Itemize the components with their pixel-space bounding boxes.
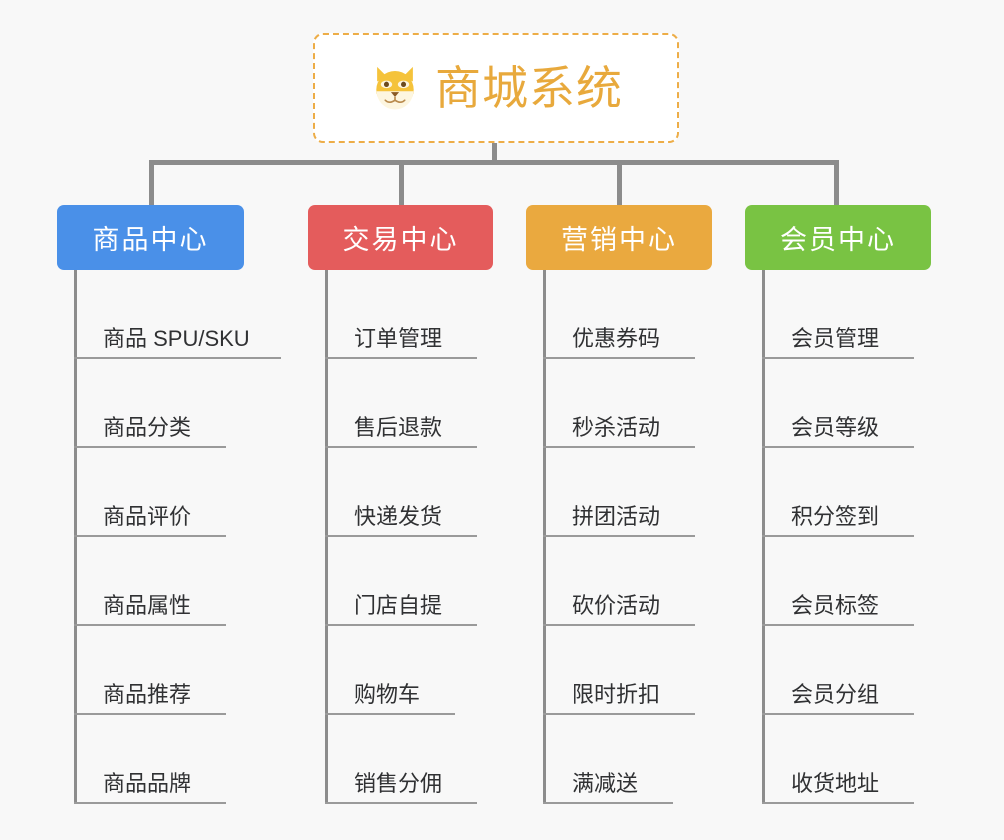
leaf-list-trade-center: 订单管理售后退款快递发货门店自提购物车销售分佣 xyxy=(308,270,493,804)
leaf-item-label: 商品推荐 xyxy=(103,682,192,707)
leaf-item[interactable]: 商品属性 xyxy=(57,537,244,626)
connector-trunk-member-center xyxy=(762,270,765,804)
leaf-item[interactable]: 砍价活动 xyxy=(526,537,712,626)
leaf-item-underline xyxy=(325,446,477,448)
leaf-item-label: 限时折扣 xyxy=(572,682,661,707)
leaf-item-underline xyxy=(325,624,477,626)
leaf-item[interactable]: 商品品牌 xyxy=(57,715,244,804)
leaf-item-label: 会员管理 xyxy=(791,326,880,351)
category-node-member-center[interactable]: 会员中心 xyxy=(745,205,931,270)
category-node-trade-center[interactable]: 交易中心 xyxy=(308,205,493,270)
leaf-item-underline xyxy=(74,802,226,804)
leaf-item[interactable]: 购物车 xyxy=(308,626,493,715)
leaf-item-underline xyxy=(325,357,477,359)
leaf-item[interactable]: 收货地址 xyxy=(745,715,931,804)
leaf-item[interactable]: 快递发货 xyxy=(308,448,493,537)
root-title: 商城系统 xyxy=(435,62,623,114)
leaf-item[interactable]: 售后退款 xyxy=(308,359,493,448)
leaf-item-underline xyxy=(762,535,914,537)
leaf-item[interactable]: 优惠券码 xyxy=(526,270,712,359)
leaf-item[interactable]: 拼团活动 xyxy=(526,448,712,537)
leaf-item-label: 购物车 xyxy=(354,682,421,707)
category-column-product-center: 商品中心商品 SPU/SKU 商品分类商品评价商品属性商品推荐商品品牌 xyxy=(57,205,281,804)
leaf-item[interactable]: 限时折扣 xyxy=(526,626,712,715)
leaf-item[interactable]: 销售分佣 xyxy=(308,715,493,804)
category-column-member-center: 会员中心会员管理会员等级积分签到会员标签会员分组收货地址 xyxy=(745,205,931,804)
leaf-item[interactable]: 积分签到 xyxy=(745,448,931,537)
leaf-item-label: 拼团活动 xyxy=(572,504,661,529)
leaf-item[interactable]: 门店自提 xyxy=(308,537,493,626)
connector-drop-2 xyxy=(399,160,404,205)
leaf-item-underline xyxy=(762,802,914,804)
category-node-marketing-center[interactable]: 营销中心 xyxy=(526,205,712,270)
leaf-item[interactable]: 商品分类 xyxy=(57,359,244,448)
leaf-item-label: 商品 SPU/SKU xyxy=(103,326,250,351)
category-node-product-center[interactable]: 商品中心 xyxy=(57,205,244,270)
root-node-shop-system[interactable]: 商城系统 xyxy=(313,33,679,143)
shiba-dog-face-icon xyxy=(376,66,414,110)
category-column-trade-center: 交易中心订单管理售后退款快递发货门店自提购物车销售分佣 xyxy=(308,205,493,804)
connector-horizontal-bus xyxy=(149,160,839,165)
leaf-item-underline xyxy=(74,713,226,715)
leaf-item-underline xyxy=(74,535,226,537)
leaf-item[interactable]: 会员等级 xyxy=(745,359,931,448)
leaf-item[interactable]: 秒杀活动 xyxy=(526,359,712,448)
leaf-item-underline xyxy=(325,802,477,804)
leaf-item[interactable]: 商品 SPU/SKU xyxy=(57,270,281,359)
leaf-item-label: 积分签到 xyxy=(791,504,880,529)
leaf-item-label: 商品属性 xyxy=(103,593,192,618)
leaf-item-label: 会员分组 xyxy=(791,682,880,707)
leaf-item-underline xyxy=(762,357,914,359)
leaf-item-label: 销售分佣 xyxy=(354,771,443,796)
leaf-item-label: 满减送 xyxy=(572,771,639,796)
leaf-item-label: 售后退款 xyxy=(354,415,443,440)
leaf-item[interactable]: 会员分组 xyxy=(745,626,931,715)
leaf-item[interactable]: 商品推荐 xyxy=(57,626,244,715)
connector-trunk-marketing-center xyxy=(543,270,546,804)
leaf-item-label: 秒杀活动 xyxy=(572,415,661,440)
leaf-item[interactable]: 会员管理 xyxy=(745,270,931,359)
leaf-item-label: 优惠券码 xyxy=(572,326,661,351)
leaf-item-underline xyxy=(325,713,455,715)
leaf-item[interactable]: 会员标签 xyxy=(745,537,931,626)
leaf-item-label: 商品品牌 xyxy=(103,771,192,796)
leaf-item-underline xyxy=(543,535,695,537)
leaf-item-label: 收货地址 xyxy=(791,771,880,796)
connector-drop-4 xyxy=(834,160,839,205)
leaf-item[interactable]: 满减送 xyxy=(526,715,712,804)
leaf-item-underline xyxy=(74,624,226,626)
leaf-list-product-center: 商品 SPU/SKU 商品分类商品评价商品属性商品推荐商品品牌 xyxy=(57,270,281,804)
leaf-item-underline xyxy=(543,357,695,359)
leaf-item-label: 快递发货 xyxy=(354,504,443,529)
leaf-item-label: 会员标签 xyxy=(791,593,880,618)
leaf-item-underline xyxy=(74,446,226,448)
connector-trunk-product-center xyxy=(74,270,77,804)
leaf-item-label: 门店自提 xyxy=(354,593,443,618)
connector-drop-3 xyxy=(617,160,622,205)
leaf-item-underline xyxy=(543,802,673,804)
leaf-list-marketing-center: 优惠券码秒杀活动拼团活动砍价活动限时折扣满减送 xyxy=(526,270,712,804)
leaf-list-member-center: 会员管理会员等级积分签到会员标签会员分组收货地址 xyxy=(745,270,931,804)
leaf-item-underline xyxy=(74,357,281,359)
leaf-item-label: 订单管理 xyxy=(354,326,443,351)
leaf-item-underline xyxy=(543,446,695,448)
category-column-marketing-center: 营销中心优惠券码秒杀活动拼团活动砍价活动限时折扣满减送 xyxy=(526,205,712,804)
leaf-item-underline xyxy=(543,624,695,626)
leaf-item-label: 商品评价 xyxy=(103,504,192,529)
leaf-item[interactable]: 商品评价 xyxy=(57,448,244,537)
leaf-item-underline xyxy=(762,446,914,448)
leaf-item-underline xyxy=(762,713,914,715)
connector-drop-1 xyxy=(149,160,154,205)
connector-trunk-trade-center xyxy=(325,270,328,804)
leaf-item-label: 砍价活动 xyxy=(572,593,661,618)
leaf-item[interactable]: 订单管理 xyxy=(308,270,493,359)
leaf-item-underline xyxy=(325,535,477,537)
leaf-item-label: 会员等级 xyxy=(791,415,880,440)
leaf-item-label: 商品分类 xyxy=(103,415,192,440)
leaf-item-underline xyxy=(543,713,695,715)
leaf-item-underline xyxy=(762,624,914,626)
connector-root-stem xyxy=(492,143,497,164)
